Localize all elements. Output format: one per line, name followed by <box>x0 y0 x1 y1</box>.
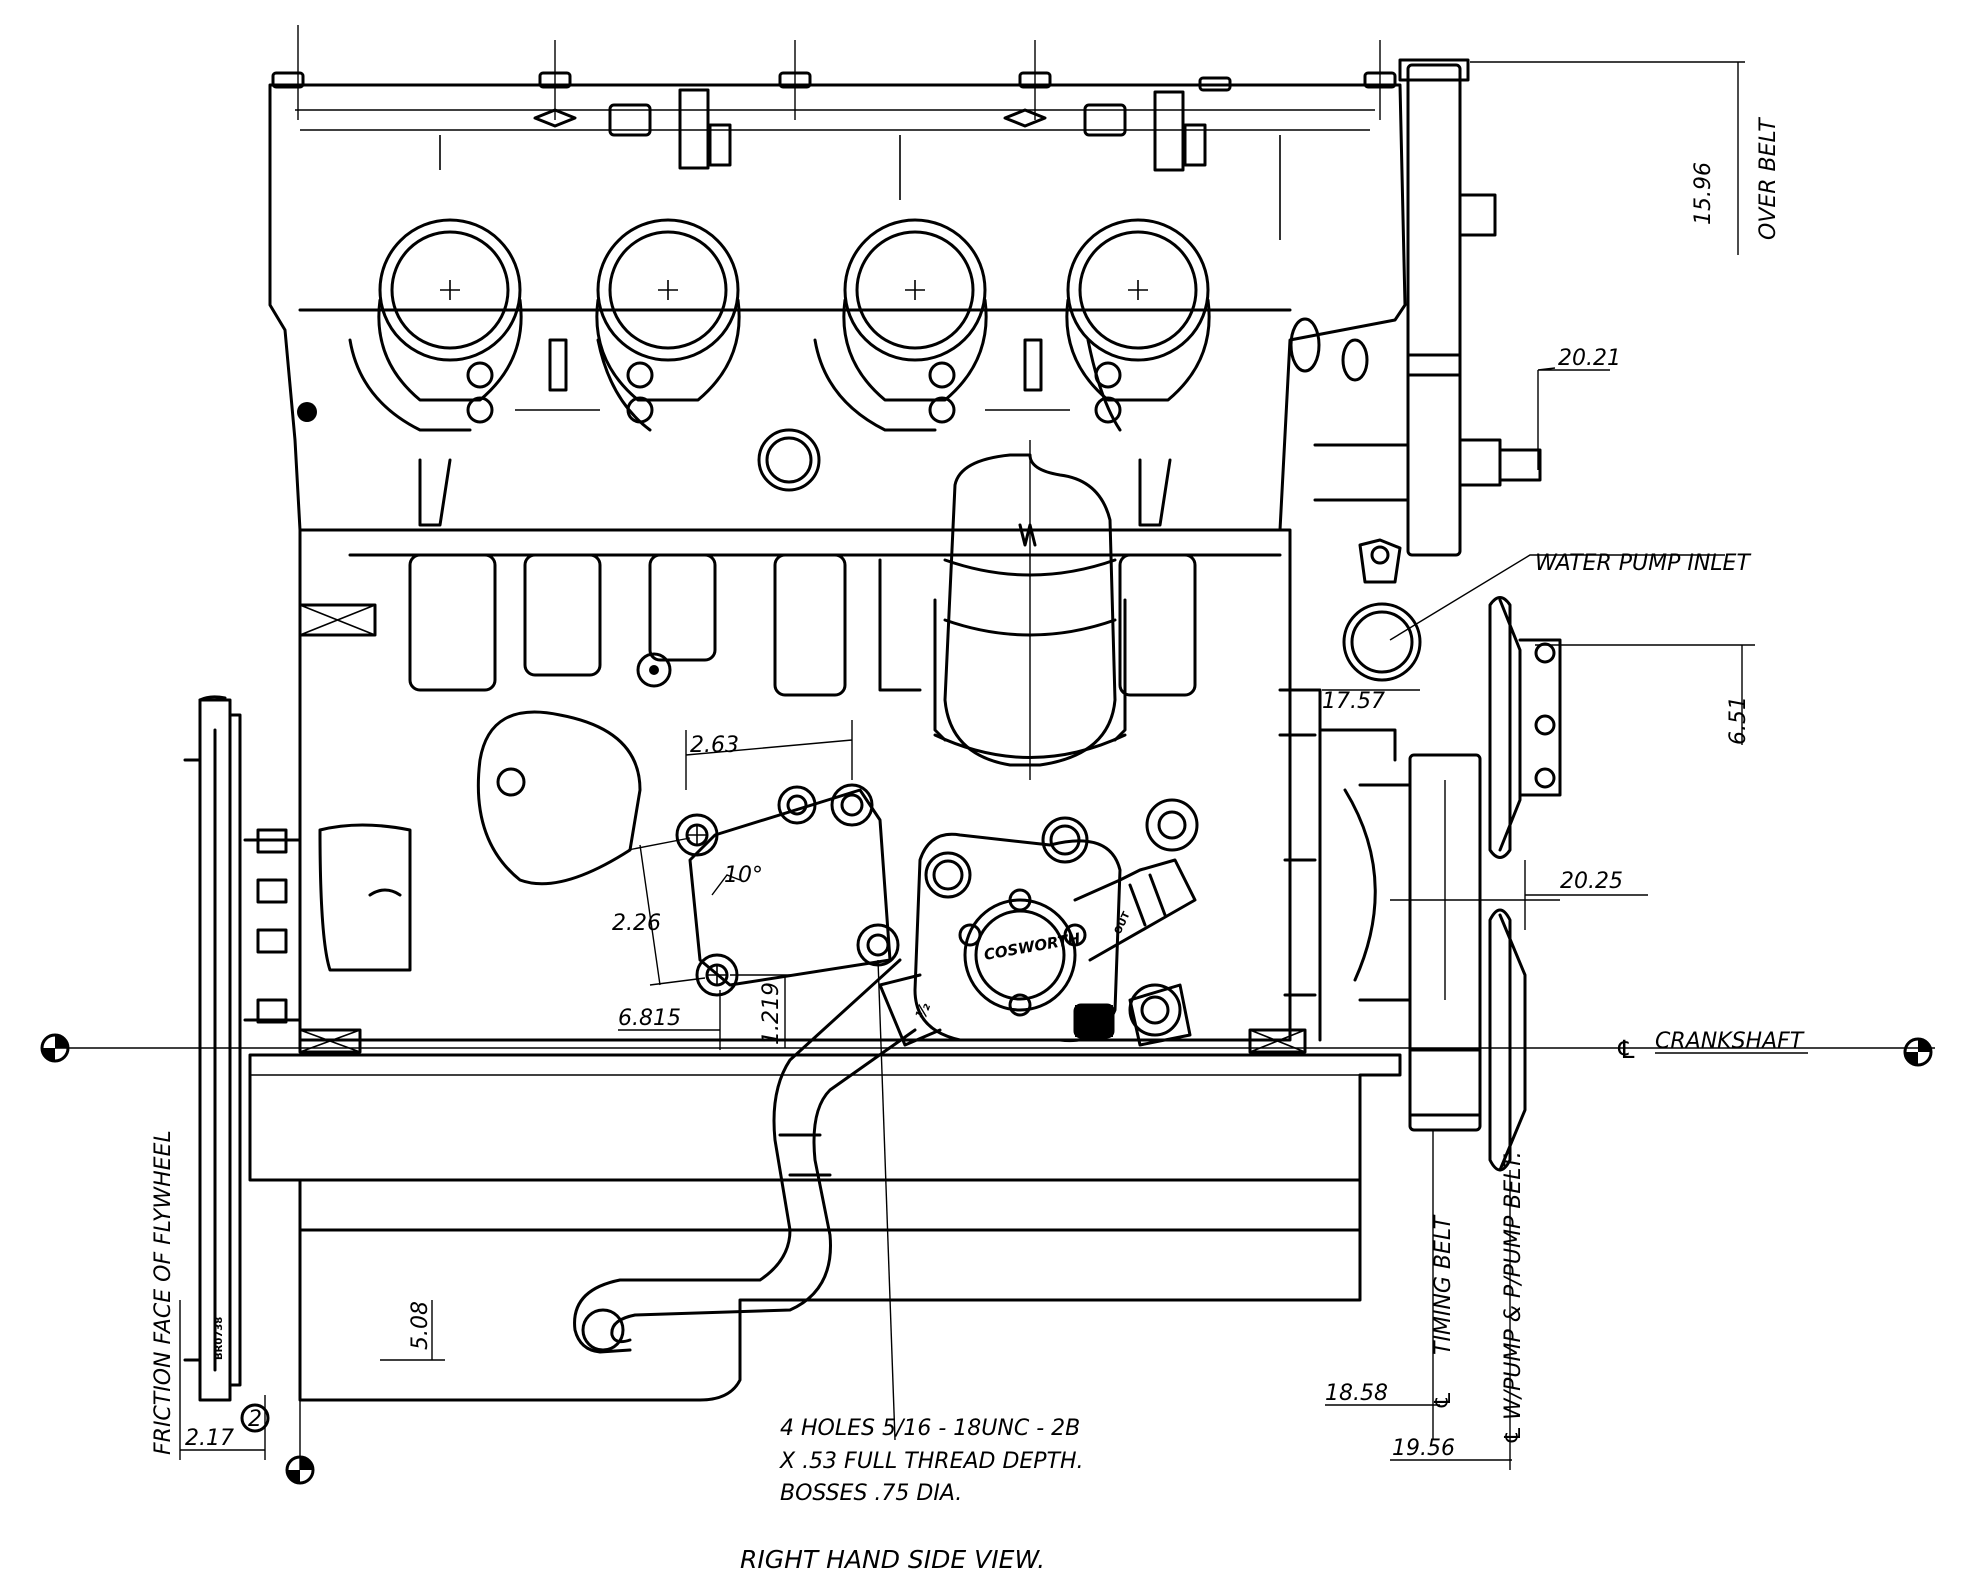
over-belt-label: OVER BELT <box>1756 117 1781 240</box>
dim-17-57-value: 17.57 <box>1322 689 1385 714</box>
wpump-belt-label: W/PUMP & P/PUMP BELT. <box>1501 1151 1526 1420</box>
friction-face-label: FRICTION FACE OF FLYWHEEL <box>151 1130 176 1455</box>
fuel-tag: OUT <box>1113 910 1133 936</box>
cl-symbol-crankshaft: ℄ <box>1615 1035 1637 1064</box>
mounting-bosses <box>675 783 900 997</box>
note-circle <box>240 1403 270 1433</box>
oil-pipe <box>573 958 917 1354</box>
datum-target-right <box>1903 1037 1933 1067</box>
trumpet-1 <box>348 218 523 432</box>
note-circle-number: 2 <box>248 1407 262 1432</box>
timing-belt-centerline: TIMING BELT ℄ <box>1431 1130 1456 1440</box>
holes-note: 4 HOLES 5/16 - 18UNC - 2B X .53 FULL THR… <box>779 1416 1084 1506</box>
over-belt-value: 15.96 <box>1691 162 1716 225</box>
dim-10deg: 10° <box>711 863 763 896</box>
dim-6-51: 6.51 <box>1535 644 1755 745</box>
dim-2-26-value: 2.26 <box>612 911 661 936</box>
trumpet-4 <box>1065 218 1211 432</box>
dim-20-21: 20.21 <box>1537 346 1621 470</box>
cl-symbol-wpump: ℄ <box>1501 1425 1526 1445</box>
inlet-trumpets <box>348 218 1211 527</box>
holes-line1: 4 HOLES 5/16 - 18UNC - 2B <box>780 1416 1080 1441</box>
oil-pump: COSWORTH OUT ½ <box>878 798 1199 1047</box>
dim-1-219-value: 1.219 <box>759 982 784 1045</box>
dim-6-815: 6.815 <box>618 990 721 1050</box>
holes-line2: X .53 FULL THREAD DEPTH. <box>779 1449 1084 1474</box>
cylinder-head <box>268 25 1407 532</box>
dim-5-08-value: 5.08 <box>408 1301 433 1350</box>
holes-leader <box>877 959 896 1441</box>
dim-5-08: 5.08 <box>380 1300 445 1361</box>
water-pump-inlet-callout: WATER PUMP INLET <box>1389 551 1751 641</box>
dim-6-51-value: 6.51 <box>1726 696 1751 745</box>
timing-belt-label: TIMING BELT <box>1431 1214 1456 1355</box>
dim-2-17-value: 2.17 <box>185 1426 234 1451</box>
dim-19-56: 19.56 <box>1390 1436 1512 1461</box>
dim-20-21-value: 20.21 <box>1558 346 1621 371</box>
dim-over-belt: 15.96 OVER BELT <box>1470 61 1781 255</box>
dim-2-63-value: 2.63 <box>690 733 739 758</box>
holes-line3: BOSSES .75 DIA. <box>780 1481 962 1506</box>
dim-20-25: 20.25 <box>1524 860 1648 930</box>
dim-2-63: 2.63 <box>685 720 853 790</box>
dim-6-815-value: 6.815 <box>618 1006 681 1031</box>
datum-target-bottom <box>285 1400 315 1485</box>
oil-filter <box>933 440 1127 780</box>
dim-19-56-value: 19.56 <box>1392 1436 1455 1461</box>
dim-2-17: 2.17 2 <box>180 1403 270 1451</box>
water-pump-inlet-label: WATER PUMP INLET <box>1535 551 1751 576</box>
dim-20-25-value: 20.25 <box>1560 869 1623 894</box>
crankshaft-centerline: ℄ CRANKSHAFT <box>40 1029 1935 1067</box>
dim-2-26: 2.26 <box>612 837 706 986</box>
friction-face-text: FRICTION FACE OF FLYWHEEL <box>151 1130 176 1455</box>
trumpet-2 <box>595 218 741 432</box>
half-mark: ½ <box>912 1000 934 1021</box>
dim-1-219: 1.219 <box>730 974 795 1048</box>
flywheel: BR0738 <box>179 695 302 1460</box>
dim-18-58: 18.58 <box>1325 1381 1440 1406</box>
dim-10deg-value: 10° <box>724 863 763 888</box>
crankshaft-label: CRANKSHAFT <box>1655 1029 1805 1054</box>
view-title: RIGHT HAND SIDE VIEW. <box>740 1545 1045 1574</box>
trumpet-3 <box>813 218 988 432</box>
front-pulleys <box>1313 58 1562 1172</box>
cl-symbol-timing: ℄ <box>1431 1390 1456 1410</box>
dim-17-57: 17.57 <box>1322 689 1420 714</box>
dim-18-58-value: 18.58 <box>1325 1381 1388 1406</box>
datum-target-left <box>40 1033 70 1063</box>
flywheel-tag: BR0738 <box>214 1317 225 1360</box>
wpump-belt-centerline: W/PUMP & P/PUMP BELT. ℄ <box>1501 1151 1526 1470</box>
cosworth-plate: COSWORTH <box>983 929 1083 964</box>
head-bolts <box>271 71 1397 92</box>
